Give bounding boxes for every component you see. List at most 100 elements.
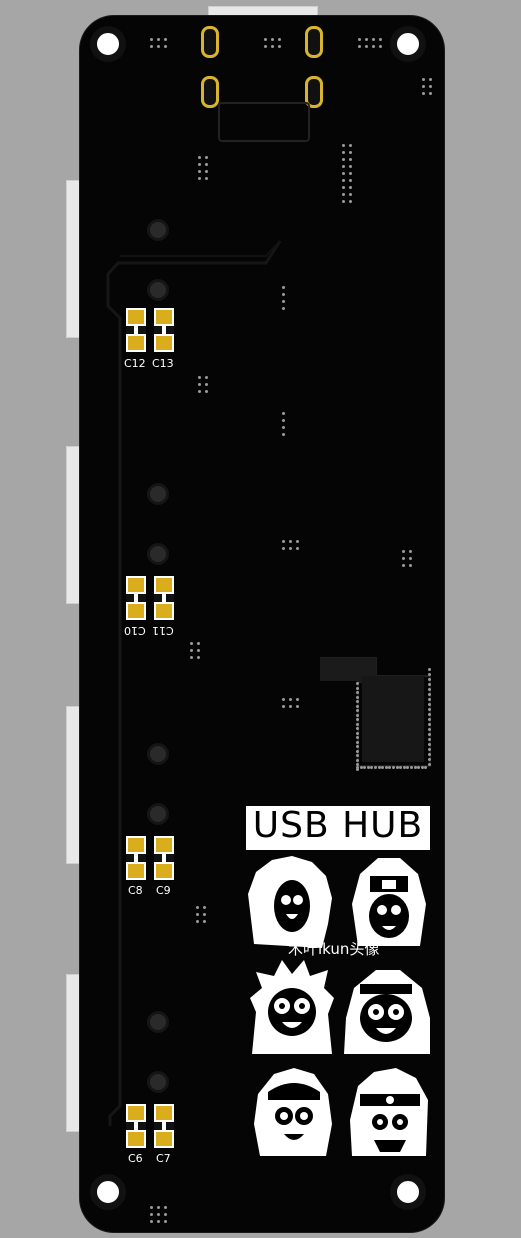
small-via	[428, 678, 431, 681]
small-via	[428, 688, 431, 691]
small-via	[363, 766, 367, 769]
small-via	[356, 700, 359, 703]
small-via	[282, 286, 285, 289]
small-via	[356, 767, 359, 771]
small-via	[428, 723, 431, 726]
small-via	[342, 179, 345, 182]
capacitor-c9	[154, 836, 174, 880]
pcb-board: C12 C13 C10 C11 C8 C9 C6 C7 USB HUB	[80, 16, 444, 1232]
small-via	[349, 186, 352, 189]
small-via	[197, 642, 200, 645]
avatar-jiraiya	[352, 858, 426, 946]
small-via	[164, 45, 167, 48]
small-via	[372, 38, 375, 41]
small-via	[203, 906, 206, 909]
small-via	[289, 705, 292, 708]
avatar-madara	[248, 856, 332, 948]
small-via	[196, 913, 199, 916]
small-via	[342, 151, 345, 154]
small-via	[422, 92, 425, 95]
cap-label-c6: C6	[128, 1152, 143, 1165]
small-via	[342, 186, 345, 189]
usb-c-pad	[305, 76, 323, 108]
chip-outline	[218, 102, 310, 142]
capacitor-c13	[154, 308, 174, 352]
small-via	[356, 722, 359, 726]
small-via	[428, 698, 431, 701]
small-via	[157, 45, 160, 48]
small-via	[428, 728, 431, 731]
small-via	[282, 293, 285, 296]
small-via	[296, 547, 299, 550]
copper-traces	[106, 240, 431, 1126]
avatar-caption: 木叶ikun头像	[288, 940, 380, 958]
usb-c-pad	[201, 26, 219, 58]
small-via	[422, 78, 425, 81]
capacitor-c12	[126, 308, 146, 352]
small-via	[356, 727, 359, 730]
small-via	[356, 718, 359, 721]
small-via	[356, 704, 359, 708]
small-via	[349, 158, 352, 161]
small-via	[428, 703, 431, 706]
small-via	[278, 38, 281, 41]
small-via	[377, 766, 381, 769]
capacitor-c11	[154, 576, 174, 620]
small-via	[203, 920, 206, 923]
small-via	[198, 156, 201, 159]
small-via	[422, 85, 425, 88]
avatar-grid	[246, 854, 432, 1159]
small-via	[428, 733, 431, 736]
small-via	[205, 376, 208, 379]
small-via	[150, 1213, 153, 1216]
capacitor-c6	[126, 1104, 146, 1148]
via	[150, 546, 166, 562]
cap-label-c11: C11	[152, 624, 174, 637]
small-via	[197, 656, 200, 659]
small-via	[342, 172, 345, 175]
small-via	[190, 656, 193, 659]
small-via	[379, 45, 382, 48]
small-via	[150, 1206, 153, 1209]
small-via	[413, 766, 417, 769]
small-via	[365, 45, 368, 48]
small-via	[356, 731, 359, 735]
silkscreen-title: USB HUB	[246, 806, 430, 850]
avatar-kakashi	[350, 1068, 428, 1156]
small-via	[410, 766, 413, 769]
small-via	[349, 172, 352, 175]
small-via	[342, 200, 345, 203]
small-via	[370, 766, 374, 769]
small-via	[198, 177, 201, 180]
small-via	[282, 698, 285, 701]
small-via	[289, 547, 292, 550]
small-via	[205, 390, 208, 393]
mounting-hole-bottom-left	[90, 1174, 126, 1210]
small-via	[282, 426, 285, 429]
small-via	[271, 45, 274, 48]
small-via	[150, 38, 153, 41]
small-via	[356, 745, 359, 748]
small-via	[381, 766, 385, 769]
mounting-hole-top-left	[90, 26, 126, 62]
via	[150, 1074, 166, 1090]
small-via	[356, 682, 359, 685]
small-via	[282, 412, 285, 415]
small-via	[157, 38, 160, 41]
small-via	[164, 1206, 167, 1209]
small-via	[428, 668, 431, 671]
small-via	[356, 736, 359, 739]
small-via	[402, 550, 405, 553]
small-via	[428, 743, 431, 746]
small-via	[392, 766, 395, 769]
small-via	[282, 307, 285, 310]
small-via	[198, 390, 201, 393]
small-via	[428, 753, 431, 756]
small-via	[157, 1206, 160, 1209]
small-via	[289, 698, 292, 701]
small-via	[198, 163, 201, 166]
capacitor-c10	[126, 576, 146, 620]
small-via	[349, 144, 352, 147]
small-via	[388, 766, 392, 769]
mounting-hole-bottom-right	[390, 1174, 426, 1210]
